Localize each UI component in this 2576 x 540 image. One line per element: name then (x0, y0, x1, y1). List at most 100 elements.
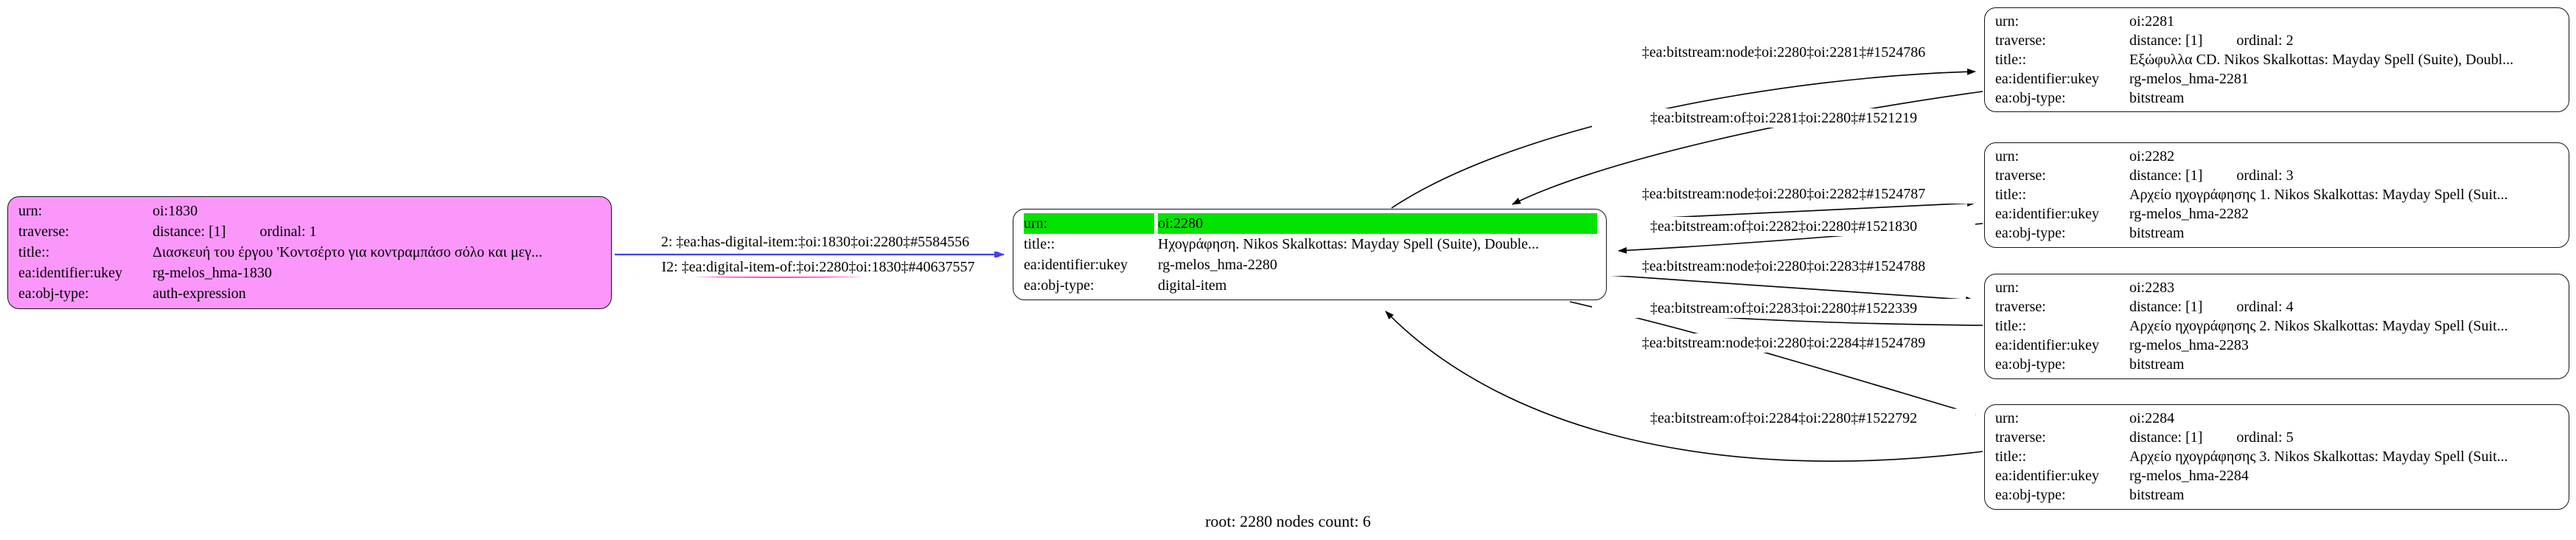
field-label: urn: (1995, 148, 2020, 165)
edge-label-bitstream-of-2284: ‡ea:bitstream:of‡oi:2284‡oi:2280‡#152279… (1592, 409, 1975, 428)
node-row-traverse: traverse: distance: [1]ordinal: 3 (1995, 166, 2560, 185)
edge-bitstream-node-2283 (1608, 274, 1975, 303)
node-row-title: title:: Αρχείο ηχογράφησης 2. Nikos Skal… (1995, 316, 2560, 336)
node-row-urn-highlighted: urn: oi:2280 (1024, 213, 1597, 234)
node-row-objtype: ea:obj-type: bitstream (1995, 224, 2560, 243)
node-row-identifier: ea:identifier:ukey rg-melos_hma-2284 (1995, 467, 2560, 486)
field-label: ea:obj-type: (1995, 225, 2066, 242)
field-label: title:: (18, 243, 50, 260)
node-oi-2283[interactable]: urn: oi:2283 traverse: distance: [1]ordi… (1984, 274, 2569, 379)
edge-bitstream-of-2284 (1385, 311, 1983, 462)
edge-label-bitstream-node-2284: ‡ea:bitstream:node‡oi:2280‡oi:2284‡#1524… (1592, 333, 1975, 353)
field-label: urn: (1995, 409, 2020, 426)
edge-bitstream-node-2284 (1569, 301, 1976, 416)
edge-label-digital-item-of: I2: ‡ea:digital-item-of:‡oi:2280‡oi:1830… (621, 257, 1016, 277)
field-label: urn: (18, 202, 43, 219)
node-row-objtype: ea:obj-type: bitstream (1995, 486, 2560, 505)
node-row-traverse: traverse: distance: [1]ordinal: 5 (1995, 428, 2560, 447)
field-label: ea:identifier:ukey (18, 265, 123, 282)
ordinal-value: ordinal: 3 (2236, 167, 2294, 184)
field-value: rg-melos_hma-2284 (2129, 468, 2249, 485)
edge-label-has-digital-item: 2: ‡ea:has-digital-item:‡oi:1830‡oi:2280… (621, 232, 1010, 252)
ordinal-value: ordinal: 2 (2236, 32, 2294, 49)
field-value: Αρχείο ηχογράφησης 2. Nikos Skalkottas: … (2129, 317, 2508, 334)
node-oi-2281[interactable]: urn: oi:2281 traverse: distance: [1]ordi… (1984, 7, 2569, 112)
node-row-urn: urn: oi:2283 (1995, 278, 2560, 297)
field-label: ea:obj-type: (1995, 89, 2066, 106)
field-label: urn: (1024, 213, 1154, 234)
field-value: bitstream (2129, 225, 2185, 242)
field-value: distance: [1]ordinal: 4 (2129, 298, 2294, 315)
field-value: bitstream (2129, 356, 2185, 373)
node-row-title: title:: Αρχείο ηχογράφησης 1. Nikos Skal… (1995, 185, 2560, 204)
edge-label-bitstream-of-2281: ‡ea:bitstream:of‡oi:2281‡oi:2280‡#152121… (1592, 108, 1975, 128)
edge-label-bitstream-node-2283: ‡ea:bitstream:node‡oi:2280‡oi:2283‡#1524… (1592, 257, 1975, 276)
node-row-urn: urn: oi:2281 (1995, 12, 2560, 31)
field-value: rg-melos_hma-1830 (153, 265, 272, 282)
field-label: ea:obj-type: (1995, 356, 2066, 373)
field-value: oi:1830 (153, 202, 198, 219)
field-label: ea:identifier:ukey (1995, 206, 2100, 223)
edge-label-bitstream-node-2282: ‡ea:bitstream:node‡oi:2280‡oi:2282‡#1524… (1592, 184, 1975, 204)
field-label: ea:obj-type: (1024, 277, 1095, 294)
field-value: distance: [1]ordinal: 5 (2129, 429, 2294, 446)
field-value: Αρχείο ηχογράφησης 1. Nikos Skalkottas: … (2129, 186, 2508, 203)
node-row-urn: urn: oi:1830 (18, 201, 602, 221)
node-oi-2280-root[interactable]: urn: oi:2280 title:: Ηχογράφηση. Nikos S… (1013, 209, 1607, 300)
field-label: title:: (1995, 317, 2027, 334)
node-row-objtype: ea:obj-type: digital-item (1024, 275, 1597, 296)
edge-label-bitstream-of-2282: ‡ea:bitstream:of‡oi:2282‡oi:2280‡#152183… (1592, 217, 1975, 236)
node-row-identifier: ea:identifier:ukey rg-melos_hma-2282 (1995, 205, 2560, 224)
field-value: oi:2283 (2129, 279, 2175, 296)
field-label: ea:identifier:ukey (1024, 256, 1128, 273)
node-row-objtype: ea:obj-type: bitstream (1995, 89, 2560, 108)
node-row-title: title:: Εξώφυλλα CD. Nikos Skalkottas: M… (1995, 50, 2560, 69)
field-label: traverse: (18, 223, 69, 240)
node-oi-1830[interactable]: urn: oi:1830 traverse: distance: [1]ordi… (7, 196, 612, 309)
edge-label-bitstream-node-2281: ‡ea:bitstream:node‡oi:2280‡oi:2281‡#1524… (1592, 43, 1975, 62)
field-value: oi:2280 (1158, 215, 1204, 232)
field-value: distance: [1]ordinal: 3 (2129, 167, 2294, 184)
node-row-title: title:: Διασκευή του έργου 'Κοντσέρτο γι… (18, 242, 602, 263)
field-label: ea:obj-type: (1995, 487, 2066, 504)
node-row-traverse: traverse: distance: [1]ordinal: 1 (18, 221, 602, 242)
field-value: Διασκευή του έργου 'Κοντσέρτο για κοντρα… (153, 243, 542, 260)
node-row-identifier: ea:identifier:ukey rg-melos_hma-1830 (18, 263, 602, 284)
field-label: traverse: (1995, 167, 2046, 184)
node-oi-2284[interactable]: urn: oi:2284 traverse: distance: [1]ordi… (1984, 404, 2569, 510)
field-value: rg-melos_hma-2281 (2129, 70, 2249, 87)
field-value: Αρχείο ηχογράφησης 3. Nikos Skalkottas: … (2129, 448, 2508, 465)
field-value: distance: [1]ordinal: 2 (2129, 32, 2294, 49)
field-label: traverse: (1995, 429, 2046, 446)
field-value: oi:2281 (2129, 13, 2175, 30)
edge-bitstream-of-2281 (1512, 91, 1983, 205)
edge-label-bitstream-of-2283: ‡ea:bitstream:of‡oi:2283‡oi:2280‡#152233… (1592, 299, 1975, 318)
field-label: urn: (1995, 13, 2020, 30)
ordinal-value: ordinal: 5 (2236, 429, 2294, 446)
node-oi-2282[interactable]: urn: oi:2282 traverse: distance: [1]ordi… (1984, 142, 2569, 248)
field-label: title:: (1024, 235, 1055, 252)
field-label: ea:identifier:ukey (1995, 70, 2100, 87)
node-row-objtype: ea:obj-type: auth-expression (18, 284, 602, 305)
field-value: rg-melos_hma-2283 (2129, 337, 2249, 354)
node-row-objtype: ea:obj-type: bitstream (1995, 356, 2560, 375)
field-label: traverse: (1995, 32, 2046, 49)
node-row-traverse: traverse: distance: [1]ordinal: 4 (1995, 297, 2560, 316)
node-row-traverse: traverse: distance: [1]ordinal: 2 (1995, 31, 2560, 50)
field-value: digital-item (1158, 277, 1227, 294)
field-value: Εξώφυλλα CD. Nikos Skalkottas: Mayday Sp… (2129, 51, 2514, 68)
ordinal-value: ordinal: 1 (259, 223, 317, 240)
field-value: bitstream (2129, 487, 2185, 504)
field-label: title:: (1995, 186, 2027, 203)
field-value: rg-melos_hma-2282 (2129, 206, 2249, 223)
node-row-urn: urn: oi:2282 (1995, 147, 2560, 166)
field-label: ea:identifier:ukey (1995, 468, 2100, 485)
field-value: rg-melos_hma-2280 (1158, 256, 1277, 273)
node-row-identifier: ea:identifier:ukey rg-melos_hma-2281 (1995, 69, 2560, 89)
node-row-identifier: ea:identifier:ukey rg-melos_hma-2283 (1995, 336, 2560, 356)
node-row-identifier: ea:identifier:ukey rg-melos_hma-2280 (1024, 255, 1597, 275)
node-row-title: title:: Ηχογράφηση. Nikos Skalkottas: Ma… (1024, 234, 1597, 255)
field-value: bitstream (2129, 89, 2185, 106)
field-label: ea:obj-type: (18, 285, 89, 302)
